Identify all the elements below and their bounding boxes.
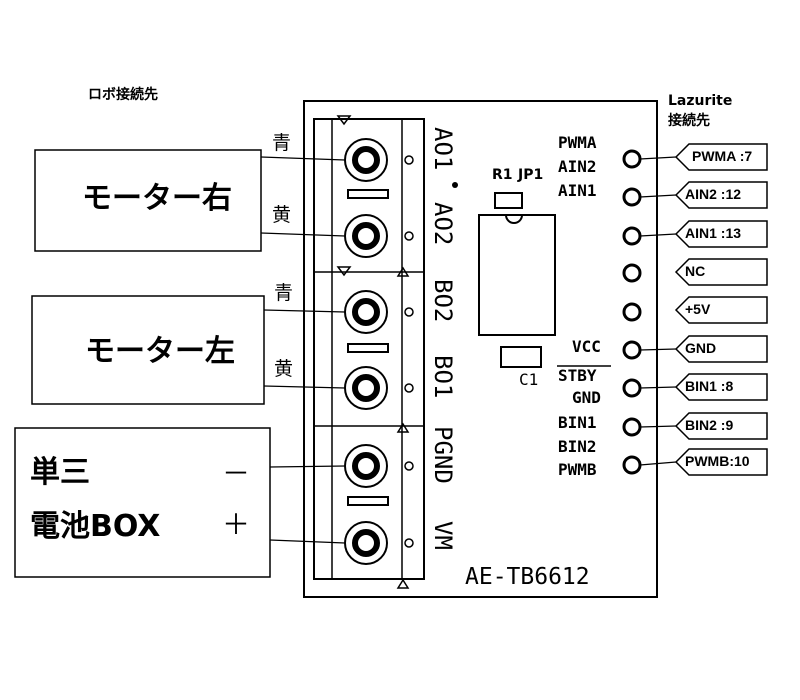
motor-left-wire1-color: 青 bbox=[274, 282, 294, 304]
battery-plus-sign: ＋ bbox=[222, 508, 251, 541]
motor-right-box bbox=[34, 149, 262, 252]
r1-label: R1 bbox=[492, 167, 513, 183]
lazurite-tag-bin2: BIN2 :9 bbox=[685, 417, 734, 433]
terminal-block bbox=[313, 118, 425, 580]
lazurite-tag-bin1: BIN1 :8 bbox=[685, 378, 734, 394]
board-outline bbox=[303, 100, 658, 598]
battery-label-line2: 電池BOX bbox=[30, 509, 161, 544]
vcc-label: VCC bbox=[572, 337, 601, 356]
lazurite-label-line1: Lazurite bbox=[668, 93, 733, 109]
motor-left-wire2-color: 黄 bbox=[274, 358, 294, 380]
battery-minus-sign: － bbox=[222, 457, 251, 490]
header-pins bbox=[622, 149, 642, 475]
terminal-label-bo2: BO2 bbox=[429, 279, 457, 323]
pin-label-bin1: BIN1 bbox=[558, 413, 597, 432]
lazurite-tag-gnd: GND bbox=[685, 340, 717, 356]
battery-box bbox=[14, 427, 271, 578]
stby-label: STBY bbox=[558, 366, 597, 385]
capacitor-c1 bbox=[500, 346, 542, 368]
terminal-label-vm: VM bbox=[429, 521, 457, 550]
jp1-label: JP1 bbox=[518, 167, 544, 183]
robot-connection-label: ロボ接続先 bbox=[88, 87, 158, 103]
gnd-label: GND bbox=[572, 388, 601, 407]
pin-label-ain1: AIN1 bbox=[558, 181, 597, 200]
motor-right-wire1-color: 青 bbox=[272, 132, 292, 154]
motor-left-label: モーター左 bbox=[85, 334, 235, 369]
lazurite-tag-shapes bbox=[674, 143, 768, 476]
ic-chip bbox=[478, 214, 556, 336]
lazurite-tag-5v: +5V bbox=[685, 301, 711, 317]
board-name: AE-TB6612 bbox=[465, 564, 590, 590]
lazurite-tag-nc: NC bbox=[685, 263, 706, 279]
motor-left-box bbox=[31, 295, 265, 405]
c1-label: C1 bbox=[519, 370, 539, 389]
lazurite-tag-pwmb: PWMB:10 bbox=[685, 453, 750, 469]
pin-label-bin2: BIN2 bbox=[558, 437, 597, 456]
lazurite-tag-ain2: AIN2 :12 bbox=[685, 186, 742, 202]
lazurite-tag-ain1: AIN1 :13 bbox=[685, 225, 742, 241]
terminal-label-ao2: AO2 bbox=[429, 202, 457, 246]
motor-right-wire2-color: 黄 bbox=[272, 204, 292, 226]
lazurite-label-line2: 接続先 bbox=[668, 113, 710, 129]
terminal-label-ao1: AO1 bbox=[429, 127, 457, 171]
terminal-label-bo1: BO1 bbox=[429, 355, 457, 399]
lazurite-tag-pwma: PWMA :7 bbox=[692, 148, 753, 164]
screw-terminals bbox=[344, 138, 388, 565]
pin-label-pwmb: PWMB bbox=[558, 460, 597, 479]
motor-right-label: モーター右 bbox=[82, 181, 232, 216]
battery-label-line1: 単三 bbox=[30, 455, 90, 490]
terminal-label-pgnd: PGND bbox=[429, 426, 457, 484]
pin-label-ain2: AIN2 bbox=[558, 157, 597, 176]
pin-label-pwma: PWMA bbox=[558, 133, 597, 152]
